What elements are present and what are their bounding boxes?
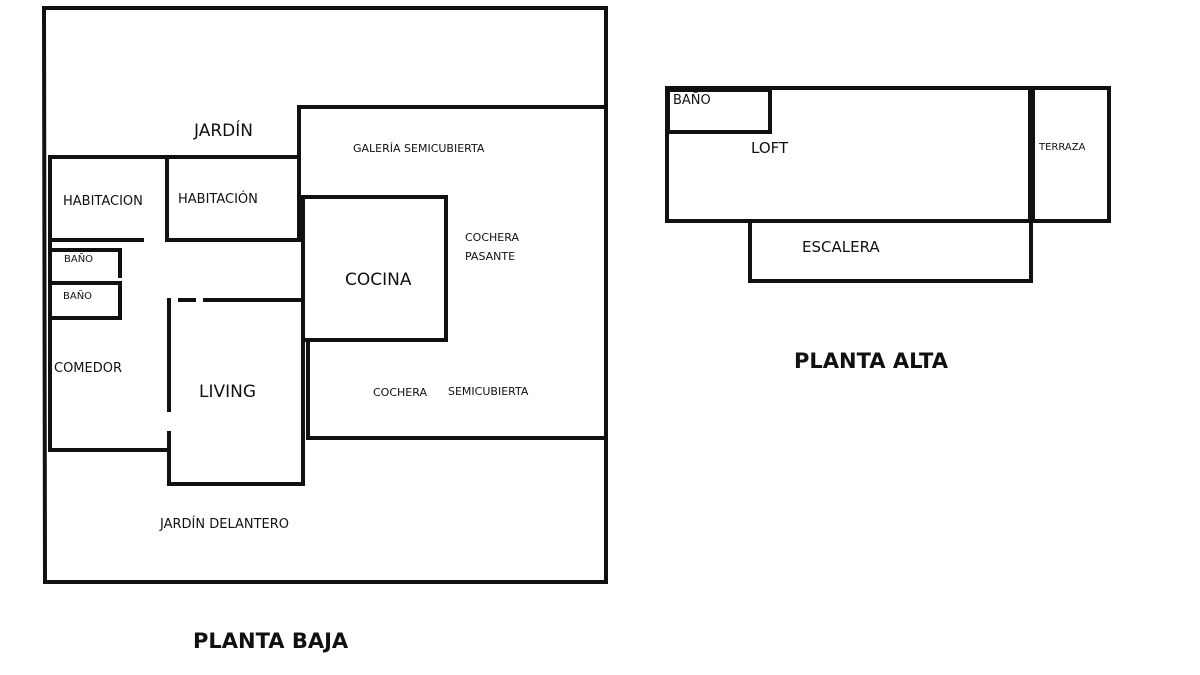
room-label-jardin-delantero: JARDÍN DELANTERO [160, 517, 290, 532]
room-label-comedor: COMEDOR [54, 361, 123, 376]
room-label-loft: LOFT [751, 139, 789, 157]
comedor-wall [48, 238, 171, 452]
room-label-escalera: ESCALERA [802, 238, 880, 256]
room-label-cochera-semi-2: SEMICUBIERTA [448, 385, 529, 398]
ground-floor-outer-wall [41, 6, 608, 584]
bano-upper-wall [666, 88, 772, 134]
room-label-habitacion-1: HABITACION [63, 194, 143, 209]
room-label-bano-1: BAÑO [64, 254, 94, 265]
ground-floor-title: PLANTA BAJA [193, 629, 349, 653]
living-wall [167, 298, 305, 486]
loft-wall [665, 86, 1032, 223]
kitchen-wall [301, 195, 448, 342]
terraza-wall [1031, 86, 1111, 223]
upper-floor-title: PLANTA ALTA [794, 349, 948, 373]
room-label-cochera-semi-1: COCHERA [373, 386, 427, 399]
room-label-habitacion-2: HABITACIÓN [178, 192, 258, 207]
room-label-terraza: TERRAZA [1039, 142, 1086, 153]
room-label-cochera-pasante-2: PASANTE [465, 250, 516, 263]
room-label-bano-2: BAÑO [63, 291, 93, 302]
room-label-bano-upper: BAÑO [673, 93, 711, 108]
room-label-cocina: COCINA [345, 270, 412, 290]
escalera-wall [748, 219, 1033, 283]
room-label-galeria: GALERÍA SEMICUBIERTA [353, 142, 485, 155]
room-label-jardin: JARDÍN [194, 121, 253, 141]
bano-walls [48, 248, 122, 320]
room-label-living: LIVING [199, 382, 257, 402]
room-label-cochera-pasante-1: COCHERA [465, 231, 519, 244]
habitacion-2-wall [165, 155, 301, 242]
